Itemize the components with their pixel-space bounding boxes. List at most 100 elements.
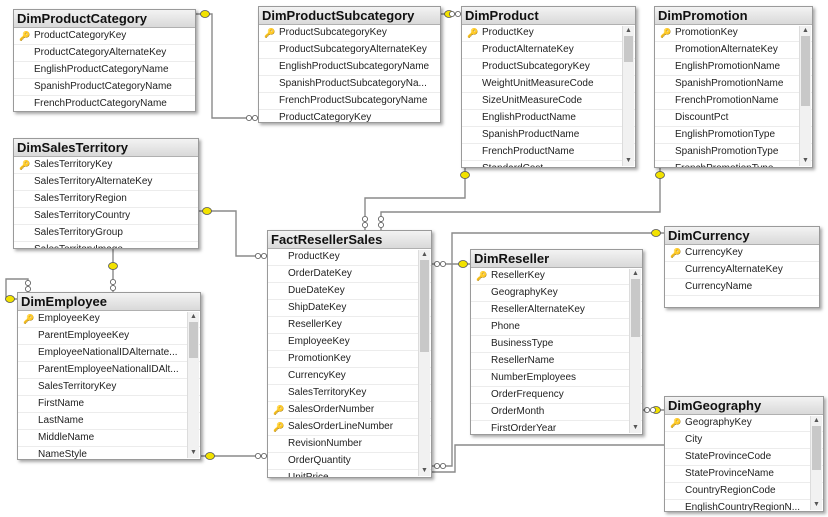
column-row[interactable]: 🔑GeographyKey bbox=[665, 415, 823, 432]
column-row[interactable]: OrderMonth bbox=[471, 404, 642, 421]
column-row[interactable]: OrderQuantity bbox=[268, 453, 431, 470]
scroll-down-arrow-icon[interactable]: ▼ bbox=[632, 424, 639, 431]
column-row[interactable]: SpanishProductName bbox=[462, 127, 635, 144]
column-row[interactable]: 🔑ProductKey bbox=[462, 25, 635, 42]
column-row[interactable]: EmployeeNationalIDAlternate... bbox=[18, 345, 200, 362]
column-row[interactable]: EmployeeKey bbox=[268, 334, 431, 351]
scroll-down-arrow-icon[interactable]: ▼ bbox=[813, 501, 820, 508]
column-row[interactable]: PromotionKey bbox=[268, 351, 431, 368]
column-row[interactable]: StateProvinceCode bbox=[665, 449, 823, 466]
column-row[interactable]: SalesTerritoryRegion bbox=[14, 191, 198, 208]
column-row[interactable]: ParentEmployeeKey bbox=[18, 328, 200, 345]
column-row[interactable]: SpanishPromotionName bbox=[655, 76, 812, 93]
column-row[interactable]: FrenchProductSubcategoryName bbox=[259, 93, 440, 110]
column-row[interactable]: CurrencyAlternateKey bbox=[665, 262, 819, 279]
column-row[interactable]: DueDateKey bbox=[268, 283, 431, 300]
column-row[interactable]: SpanishPromotionType bbox=[655, 144, 812, 161]
column-row[interactable]: StateProvinceName bbox=[665, 466, 823, 483]
table-title[interactable]: DimProductSubcategory bbox=[259, 7, 440, 25]
column-row[interactable]: SpanishProductSubcategoryNa... bbox=[259, 76, 440, 93]
column-row[interactable]: EnglishProductCategoryName bbox=[14, 62, 195, 79]
column-row[interactable]: SpanishProductCategoryName bbox=[14, 79, 195, 96]
column-row[interactable]: FirstName bbox=[18, 396, 200, 413]
column-row[interactable]: RevisionNumber bbox=[268, 436, 431, 453]
scroll-up-arrow-icon[interactable]: ▲ bbox=[625, 27, 632, 34]
column-row[interactable]: 🔑EmployeeKey bbox=[18, 311, 200, 328]
table-title[interactable]: DimCurrency bbox=[665, 227, 819, 245]
column-row[interactable]: SalesTerritoryGroup bbox=[14, 225, 198, 242]
column-row[interactable]: FrenchPromotionType bbox=[655, 161, 812, 167]
column-row[interactable]: NameStyle bbox=[18, 447, 200, 459]
scroll-thumb[interactable] bbox=[801, 36, 810, 106]
column-row[interactable]: WeightUnitMeasureCode bbox=[462, 76, 635, 93]
column-row[interactable]: FrenchPromotionName bbox=[655, 93, 812, 110]
column-row[interactable]: NumberEmployees bbox=[471, 370, 642, 387]
table-title[interactable]: DimProduct bbox=[462, 7, 635, 25]
column-row[interactable]: 🔑ProductSubcategoryKey bbox=[259, 25, 440, 42]
column-row[interactable]: SalesTerritoryKey bbox=[18, 379, 200, 396]
column-row[interactable]: ProductCategoryAlternateKey bbox=[14, 45, 195, 62]
column-row[interactable]: PromotionAlternateKey bbox=[655, 42, 812, 59]
column-row[interactable]: SizeUnitMeasureCode bbox=[462, 93, 635, 110]
table-title[interactable]: DimEmployee bbox=[18, 293, 200, 311]
column-row[interactable]: FrenchProductName bbox=[462, 144, 635, 161]
column-row[interactable]: CurrencyKey bbox=[268, 368, 431, 385]
column-row[interactable]: 🔑SalesOrderNumber bbox=[268, 402, 431, 419]
column-row[interactable]: 🔑ResellerKey bbox=[471, 268, 642, 285]
column-row[interactable]: SalesTerritoryAlternateKey bbox=[14, 174, 198, 191]
column-row[interactable]: FirstOrderYear bbox=[471, 421, 642, 434]
scroll-up-arrow-icon[interactable]: ▲ bbox=[813, 417, 820, 424]
column-row[interactable]: StandardCost bbox=[462, 161, 635, 167]
column-row[interactable]: ProductCategoryKey bbox=[259, 110, 440, 122]
table-title[interactable]: DimPromotion bbox=[655, 7, 812, 25]
column-row[interactable]: ProductSubcategoryAlternateKey bbox=[259, 42, 440, 59]
table-dimproductsubcategory[interactable]: DimProductSubcategory 🔑ProductSubcategor… bbox=[258, 6, 441, 123]
column-row[interactable]: 🔑PromotionKey bbox=[655, 25, 812, 42]
column-row[interactable]: FrenchProductCategoryName bbox=[14, 96, 195, 111]
column-row[interactable]: 🔑SalesTerritoryKey bbox=[14, 157, 198, 174]
column-row[interactable]: SalesTerritoryKey bbox=[268, 385, 431, 402]
column-row[interactable]: CurrencyName bbox=[665, 279, 819, 296]
scroll-down-arrow-icon[interactable]: ▼ bbox=[190, 449, 197, 456]
scroll-up-arrow-icon[interactable]: ▲ bbox=[802, 27, 809, 34]
scroll-up-arrow-icon[interactable]: ▲ bbox=[632, 270, 639, 277]
scroll-thumb[interactable] bbox=[189, 322, 198, 358]
scrollbar[interactable]: ▲▼ bbox=[629, 269, 641, 433]
column-row[interactable]: EnglishProductSubcategoryName bbox=[259, 59, 440, 76]
scrollbar[interactable]: ▲▼ bbox=[622, 26, 634, 166]
scroll-thumb[interactable] bbox=[812, 426, 821, 470]
column-row[interactable]: EnglishProductName bbox=[462, 110, 635, 127]
column-row[interactable]: Phone bbox=[471, 319, 642, 336]
column-row[interactable]: ProductAlternateKey bbox=[462, 42, 635, 59]
column-row[interactable]: ProductKey bbox=[268, 249, 431, 266]
column-row[interactable]: SalesTerritoryImage bbox=[14, 242, 198, 248]
scroll-down-arrow-icon[interactable]: ▼ bbox=[802, 157, 809, 164]
table-title[interactable]: DimReseller bbox=[471, 250, 642, 268]
column-row[interactable]: OrderDateKey bbox=[268, 266, 431, 283]
column-row[interactable]: SalesTerritoryCountry bbox=[14, 208, 198, 225]
column-row[interactable]: LastName bbox=[18, 413, 200, 430]
column-row[interactable]: OrderFrequency bbox=[471, 387, 642, 404]
scrollbar[interactable]: ▲▼ bbox=[810, 416, 822, 510]
column-row[interactable]: 🔑CurrencyKey bbox=[665, 245, 819, 262]
column-row[interactable]: ShipDateKey bbox=[268, 300, 431, 317]
column-row[interactable]: EnglishPromotionName bbox=[655, 59, 812, 76]
column-row[interactable]: EnglishCountryRegionN... bbox=[665, 500, 823, 511]
scroll-thumb[interactable] bbox=[631, 279, 640, 337]
column-row[interactable]: DiscountPct bbox=[655, 110, 812, 127]
scroll-thumb[interactable] bbox=[420, 260, 429, 352]
scroll-up-arrow-icon[interactable]: ▲ bbox=[190, 313, 197, 320]
scroll-thumb[interactable] bbox=[624, 36, 633, 62]
column-row[interactable]: ResellerAlternateKey bbox=[471, 302, 642, 319]
table-title[interactable]: DimSalesTerritory bbox=[14, 139, 198, 157]
column-row[interactable]: ResellerKey bbox=[268, 317, 431, 334]
column-row[interactable]: ResellerName bbox=[471, 353, 642, 370]
